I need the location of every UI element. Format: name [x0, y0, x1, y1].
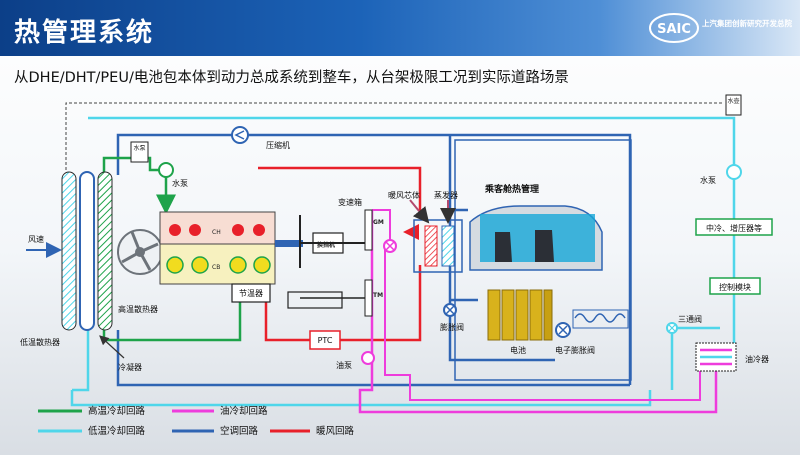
- ch-label: CH: [212, 229, 221, 236]
- legend-label-low-temp: 低温冷却回路: [88, 425, 146, 437]
- fan-icon: [117, 229, 163, 275]
- heat-exchanger-box: [572, 309, 629, 329]
- high-temp-loop-bottom: [102, 292, 242, 342]
- header-banner: 热管理系统 SAIC 上汽集团创新研究开发总院: [0, 0, 800, 56]
- ptc-label: PTC: [318, 336, 333, 345]
- ptc-box: [309, 330, 341, 350]
- legend-label-heater: 暖风回路: [316, 425, 355, 437]
- oil-loop-inner: [384, 245, 701, 401]
- thermostat-box: [231, 283, 271, 303]
- logo-subtext: 上汽集团创新研究开发总院: [702, 19, 792, 28]
- control-module-label: 控制模块: [719, 282, 751, 292]
- oil-valve-icon: [383, 239, 397, 253]
- engine-shaft: [275, 240, 303, 247]
- cabin-label: 乘客舱热管理: [484, 183, 539, 195]
- legend-item-high-temp: 高温冷却回路: [38, 405, 146, 417]
- vehicle-boundary: [65, 102, 722, 170]
- water-box-right: [725, 94, 742, 116]
- expansion-valve-icon: [443, 303, 457, 317]
- heater-loop-top: [258, 166, 422, 215]
- evaporator-unit: [441, 225, 455, 267]
- heat-exchanger-coil: [574, 313, 626, 323]
- thermostat-label: 节温器: [239, 289, 263, 298]
- low-temp-return: [72, 330, 90, 392]
- legend-label-high-temp: 高温冷却回路: [88, 405, 146, 417]
- water-pump-right-icon: [726, 164, 742, 180]
- water-pump-icon: [158, 162, 174, 178]
- oil-pump-label: 油泵: [336, 360, 352, 370]
- low-temp-loop-top: [88, 116, 736, 350]
- oil-cooler-label: 油冷器: [745, 354, 769, 364]
- saic-logo: SAIC: [648, 8, 796, 48]
- water-pump-box-label: 水泵: [133, 144, 145, 152]
- heater-core-pointer: [409, 199, 430, 224]
- legend-item-heater: 暖风回路: [270, 425, 355, 437]
- battery-label: 电池: [510, 345, 526, 355]
- low-temp-radiator-label: 低温散热器: [20, 337, 60, 347]
- ac-loop-bottom: [116, 330, 630, 387]
- water-pump-label: 水泵: [172, 178, 188, 188]
- gm-label: GM: [373, 219, 384, 226]
- subtitle: 从DHE/DHT/PEU/电池包本体到动力总成系统到整车，从台架极限工况到实际道…: [14, 70, 569, 86]
- high-temp-radiator-label: 高温散热器: [118, 304, 158, 314]
- cooling-box: [695, 218, 773, 236]
- hvac-box: [413, 219, 463, 273]
- water-pump-box: [130, 141, 149, 163]
- oil-loop-valve: [372, 209, 391, 245]
- legend-item-oil: 油冷却回路: [172, 405, 268, 417]
- three-way-valve-label: 三通阀: [678, 314, 702, 324]
- battery-pack: [487, 289, 553, 341]
- wind-speed-label: 风速: [28, 235, 44, 244]
- expansion-valve-label: 膨胀阀: [440, 322, 464, 332]
- e-expansion-valve-icon: [555, 322, 571, 338]
- heater-core-unit: [424, 225, 438, 267]
- e-expansion-valve-label: 电子膨胀阀: [555, 345, 595, 355]
- gearbox-unit: [287, 209, 373, 317]
- tm-label: TM: [373, 292, 383, 299]
- legend-label-ac: 空调回路: [220, 425, 259, 437]
- water-pump-right-label: 水泵: [700, 175, 716, 185]
- condenser-label: 冷凝器: [118, 362, 142, 372]
- low-temp-radiator: [61, 171, 77, 331]
- ac-cabin-box: [454, 139, 632, 381]
- oil-pump-icon: [361, 351, 375, 365]
- legend-item-ac: 空调回路: [172, 425, 259, 437]
- engine-block: [159, 211, 276, 285]
- oil-cooler-unit: [695, 342, 737, 372]
- water-box-right-label: 水壶: [727, 97, 739, 105]
- three-way-valve-icon: [666, 322, 678, 334]
- cooling-box-label: 中冷、增压器等: [706, 223, 762, 233]
- compressor-arrow: [234, 130, 245, 140]
- high-temp-loop-top: [102, 156, 166, 175]
- condenser-unit: [79, 171, 95, 331]
- legend-label-oil: 油冷却回路: [220, 405, 268, 417]
- gearbox-label: 变速箱: [338, 197, 362, 207]
- high-temp-radiator-core: [97, 171, 113, 331]
- condenser-pointer: [99, 335, 125, 359]
- compressor-label: 压缩机: [266, 140, 290, 150]
- heater-loop-left: [264, 290, 310, 342]
- legend-item-low-temp: 低温冷却回路: [38, 425, 146, 437]
- cabin-car-icon: [469, 205, 603, 271]
- page-title: 热管理系统: [14, 18, 155, 48]
- legend: 高温冷却回路 油冷却回路 低温冷却回路 空调回路 暖风回路: [38, 405, 355, 437]
- heater-loop-right: [340, 265, 422, 342]
- logo-text: SAIC: [657, 22, 691, 37]
- evaporator-label: 蒸发器: [434, 190, 458, 200]
- cb-label: CB: [212, 264, 220, 271]
- heater-core-label: 暖风芯体: [388, 190, 420, 200]
- shift-label: 换挡机: [317, 241, 335, 249]
- control-module-box: [709, 277, 761, 295]
